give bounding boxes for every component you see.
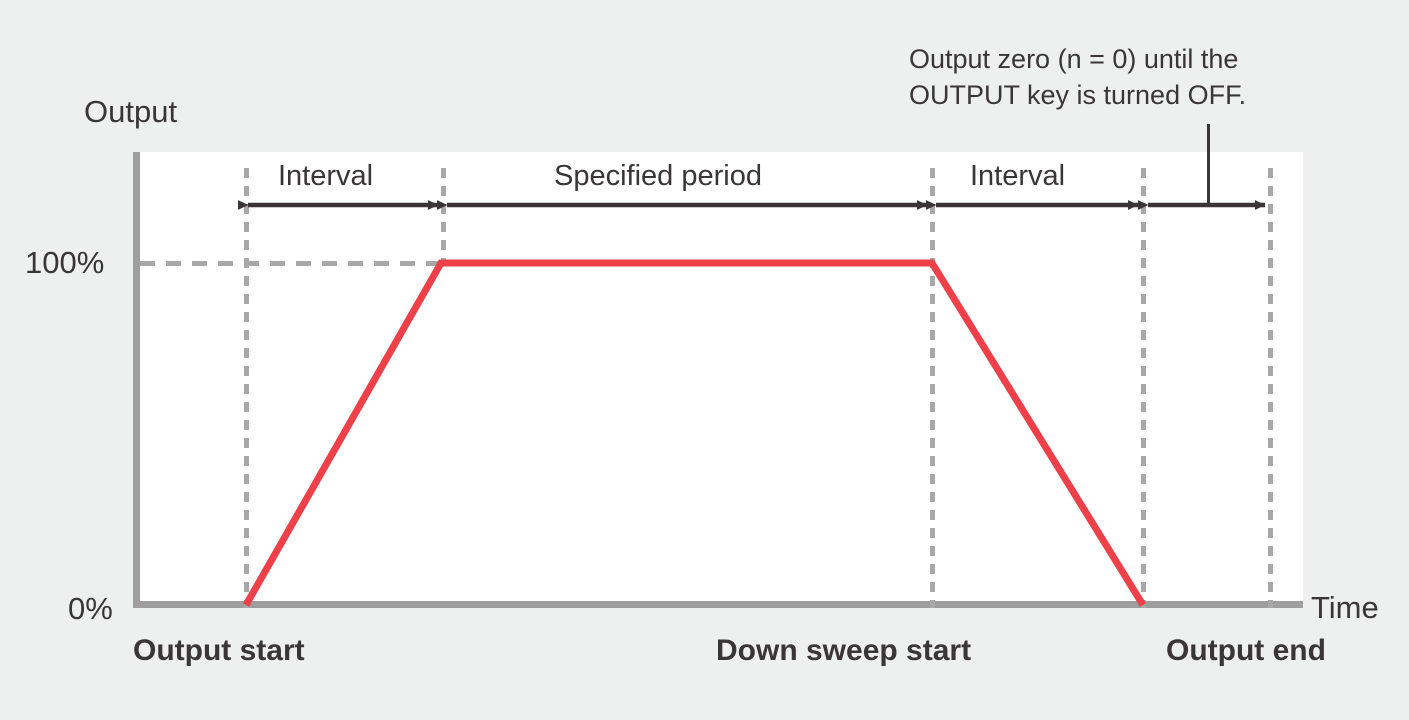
guide-down-sweep-start <box>930 168 935 608</box>
x-axis-line <box>133 601 1303 608</box>
y-axis-line <box>133 152 140 608</box>
y-tick-label-0: 0% <box>68 591 113 626</box>
y-tick-label-100: 100% <box>25 245 105 280</box>
segment-label-specified-period: Specified period <box>554 160 762 192</box>
plot-area-background <box>140 152 1303 608</box>
callout-line-2: OUTPUT key is turned OFF. <box>909 79 1247 110</box>
milestone-label-output-end: Output end <box>1166 634 1326 667</box>
guide-output-key-off <box>1268 168 1273 608</box>
segment-label-interval-1: Interval <box>278 160 374 192</box>
callout-leader-line <box>1207 124 1210 206</box>
callout-output-zero: Output zero (n = 0) until the OUTPUT key… <box>909 42 1359 113</box>
x-axis-title: Time <box>1311 590 1379 625</box>
segment-label-interval-2: Interval <box>970 160 1066 192</box>
gridline-100-percent <box>140 261 440 266</box>
callout-line-1: Output zero (n = 0) until the <box>909 44 1239 74</box>
guide-output-start <box>244 168 249 608</box>
guide-output-end <box>1141 168 1146 608</box>
guide-rampup-end <box>441 168 446 264</box>
milestone-label-down-sweep-start: Down sweep start <box>716 634 972 667</box>
y-axis-title: Output <box>84 94 178 129</box>
milestone-label-output-start: Output start <box>133 634 305 667</box>
